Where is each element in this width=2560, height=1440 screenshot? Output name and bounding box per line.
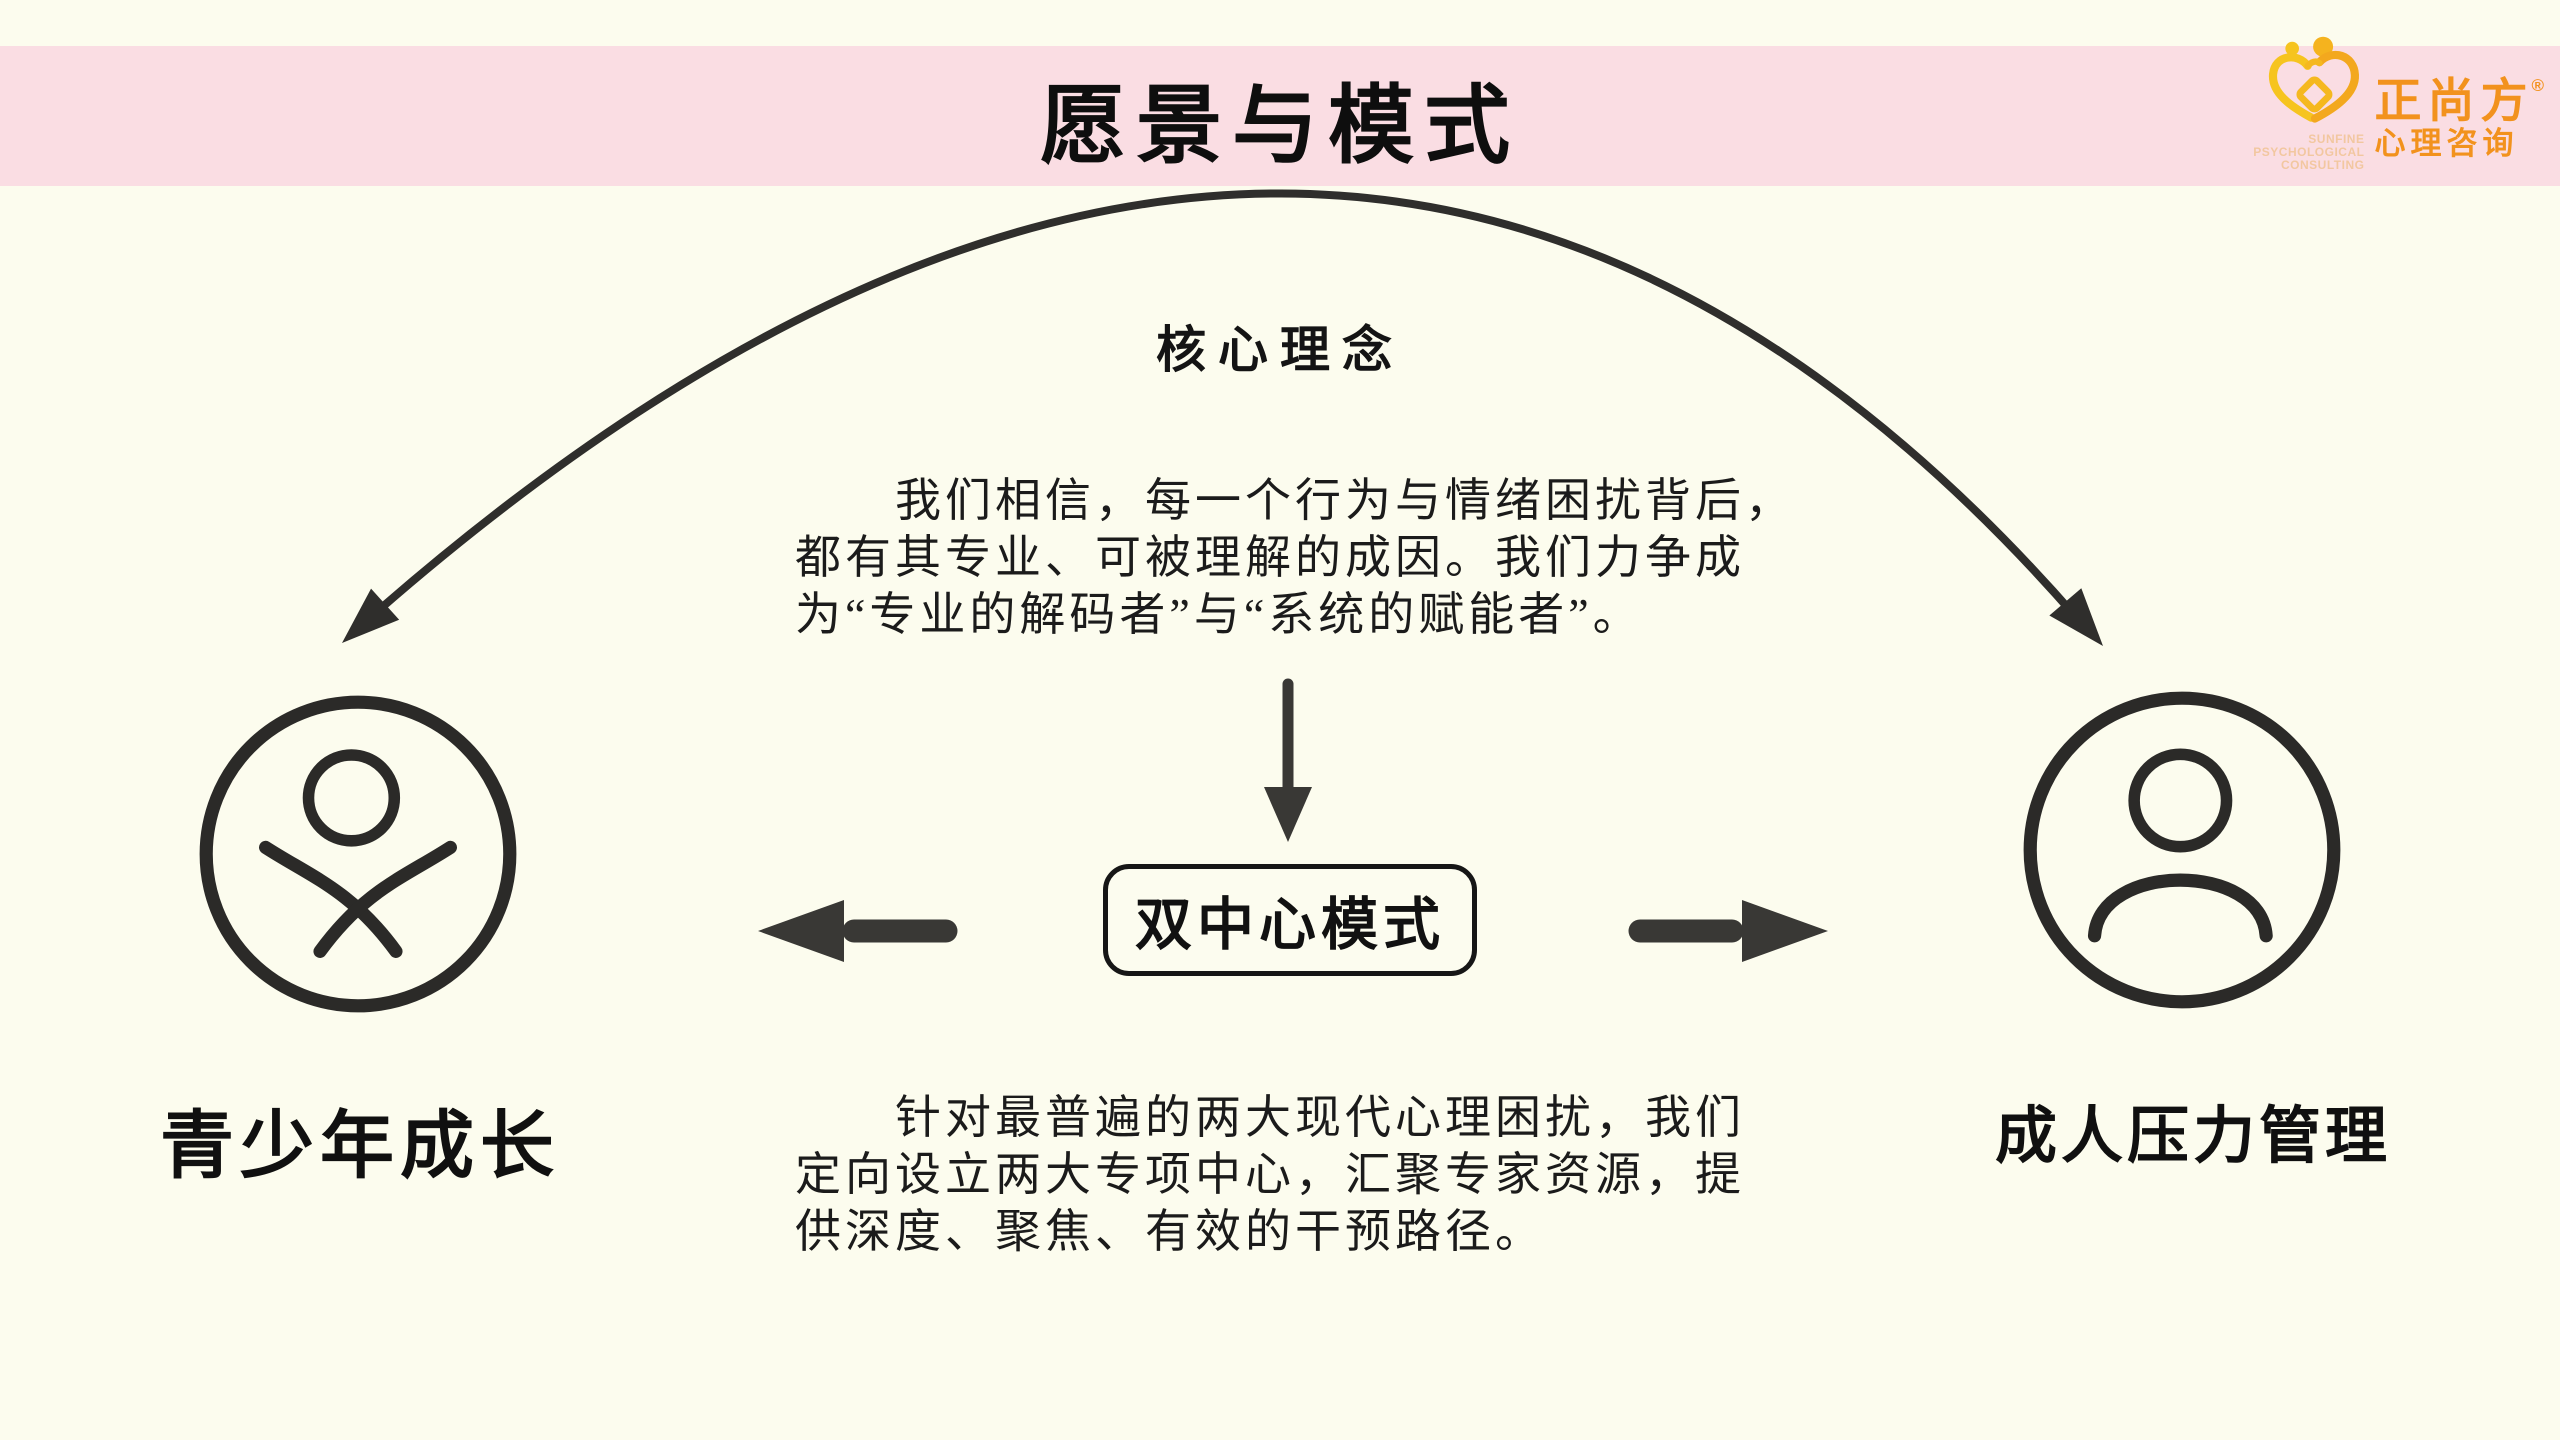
brand-name: 正尚方 xyxy=(2374,74,2534,127)
core-concept-paragraph: 我们相信，每一个行为与情绪困扰背后， 都有其专业、可被理解的成因。我们力争成 为… xyxy=(795,472,1795,643)
logo-en-line: PSYCHOLOGICAL xyxy=(2253,145,2365,159)
down-arrow-icon xyxy=(1264,678,1312,842)
left-arrow-icon xyxy=(758,900,958,962)
paragraph-line: 定向设立两大专项中心，汇聚专家资源，提 xyxy=(795,1149,1745,1200)
dual-center-paragraph: 针对最普遍的两大现代心理困扰，我们 定向设立两大专项中心，汇聚专家资源，提 供深… xyxy=(795,1089,1795,1260)
adult-user-icon xyxy=(2023,691,2341,1009)
heart-people-logo-icon xyxy=(2269,36,2360,123)
paragraph-line: 为“专业的解码者”与“系统的赋能者”。 xyxy=(795,589,1643,640)
logo-en-line: SUNFINE xyxy=(2308,132,2365,146)
child-figure-icon xyxy=(199,695,517,1013)
company-logo: SUNFINE PSYCHOLOGICAL CONSULTING 正尚方 ® 心… xyxy=(2253,36,2544,172)
logo-en-line: CONSULTING xyxy=(2281,158,2365,172)
adult-stress-label: 成人压力管理 xyxy=(1994,1102,2391,1171)
right-arrow-icon xyxy=(1628,900,1828,962)
registered-trademark: ® xyxy=(2531,76,2544,95)
paragraph-line: 我们相信，每一个行为与情绪困扰背后， xyxy=(895,475,1795,526)
page-title: 愿景与模式 xyxy=(1040,77,1520,174)
paragraph-line: 供深度、聚焦、有效的干预路径。 xyxy=(795,1206,1545,1257)
logo-left-column: SUNFINE PSYCHOLOGICAL CONSULTING xyxy=(2253,36,2364,172)
paragraph-line: 都有其专业、可被理解的成因。我们力争成 xyxy=(795,532,1745,583)
core-concept-heading: 核心理念 xyxy=(1156,322,1404,378)
dual-center-model-box: 双中心模式 xyxy=(1103,864,1477,976)
youth-growth-label: 青少年成长 xyxy=(160,1104,560,1187)
header-band xyxy=(0,46,2560,186)
logo-text-column: 正尚方 ® 心理咨询 xyxy=(2374,36,2544,162)
paragraph-line: 针对最普遍的两大现代心理困扰，我们 xyxy=(895,1092,1745,1143)
brand-subtitle: 心理咨询 xyxy=(2374,126,2519,161)
